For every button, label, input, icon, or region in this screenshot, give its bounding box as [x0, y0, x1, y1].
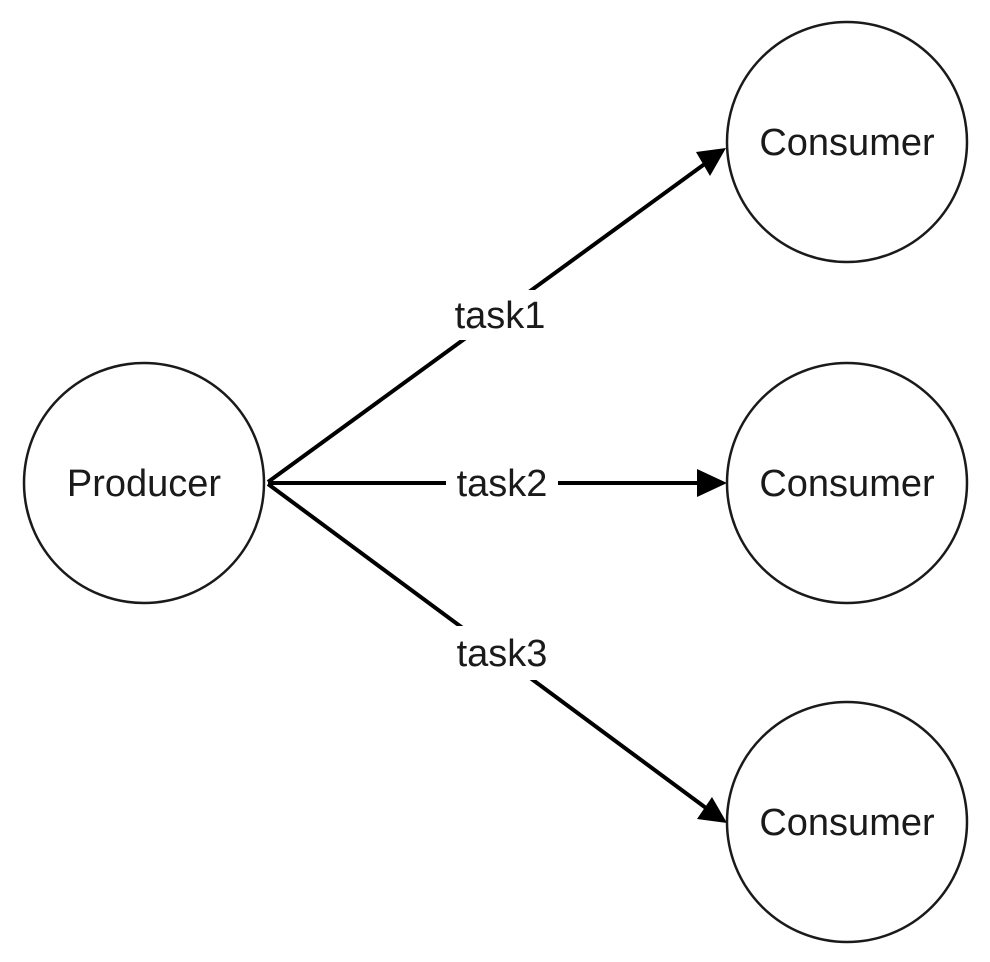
consumer-node-2: Consumer	[725, 361, 969, 605]
edge-task1: task1	[266, 148, 726, 484]
edge-task3-label: task3	[457, 633, 548, 675]
producer-node: Producer	[22, 361, 266, 605]
edge-task2: task2	[268, 458, 727, 508]
edge-task1-arrowhead	[696, 148, 726, 176]
producer-label: Producer	[67, 463, 222, 505]
consumer-node-1: Consumer	[725, 20, 969, 264]
producer-circle	[22, 361, 266, 605]
consumer-node-3: Consumer	[725, 700, 969, 944]
edge-task2-label-bg	[446, 458, 558, 508]
consumer-circle-3	[725, 700, 969, 944]
consumer-circle-2	[725, 361, 969, 605]
consumer-label-1: Consumer	[759, 122, 935, 164]
edge-task2-label: task2	[457, 463, 548, 505]
consumer-label-3: Consumer	[759, 802, 935, 844]
consumer-circle-1	[725, 20, 969, 264]
edge-task3-label-bg	[444, 626, 560, 680]
edge-task3: task3	[266, 482, 727, 823]
edge-task1-label: task1	[455, 295, 546, 337]
edge-task3-arrowhead	[697, 797, 727, 823]
edge-task1-label-bg	[442, 290, 558, 340]
consumer-label-2: Consumer	[759, 463, 935, 505]
edge-task2-arrowhead	[697, 469, 727, 497]
